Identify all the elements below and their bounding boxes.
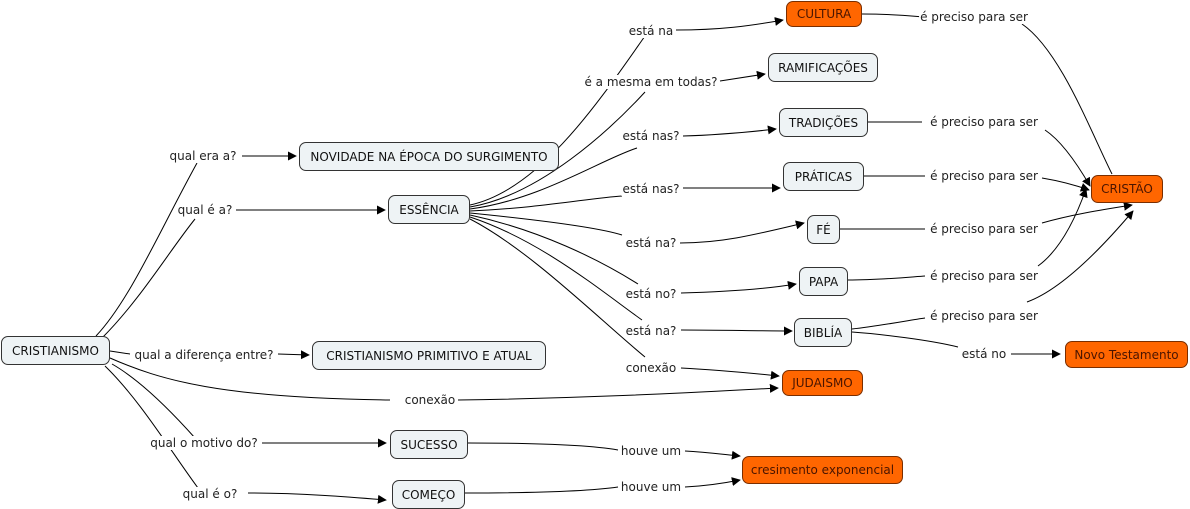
node-praticas[interactable]: PRÁTICAS [783, 162, 864, 191]
line-essencia-tradicoes [469, 147, 638, 210]
link-conexao-essencia: conexão [624, 361, 678, 375]
node-cristianismo[interactable]: CRISTIANISMO [1, 336, 110, 365]
link-qual-era-a: qual era a? [168, 149, 238, 163]
node-sucesso[interactable]: SUCESSO [390, 430, 468, 459]
arrow-preciso-cristao-6 [1026, 210, 1134, 303]
arrow-primitivo [277, 350, 310, 360]
node-novidade[interactable]: NOVIDADE NA ÉPOCA DO SURGIMENTO [299, 142, 559, 171]
arrow-crescimento-1 [684, 450, 741, 460]
arrow-fe [679, 220, 805, 244]
link-esta-no-nt: está no [960, 347, 1008, 361]
node-biblia[interactable]: BIBLÍA [794, 318, 852, 347]
line-essencia-papa [469, 214, 639, 285]
line-biblia-preciso [851, 317, 926, 330]
line-essencia-praticas [469, 195, 623, 212]
arrow-preciso-cristao-5 [1037, 188, 1088, 267]
line-cristianismo-conexao [109, 357, 391, 401]
link-mesma-em-todas: é a mesma em todas? [583, 75, 719, 89]
arrow-papa [680, 280, 797, 294]
line-comeco-houve [464, 486, 619, 494]
node-cultura[interactable]: CULTURA [786, 1, 862, 27]
link-qual-e-a: qual é a? [176, 203, 234, 217]
node-comeco[interactable]: COMEÇO [392, 480, 465, 509]
arrow-ramificacoes [719, 70, 766, 82]
node-ramificacoes[interactable]: RAMIFICAÇÕES [768, 53, 878, 82]
arrow-preciso-cristao-3 [1041, 177, 1090, 192]
link-preciso-papa: é preciso para ser [929, 269, 1039, 283]
arrow-judaismo-essencia [680, 367, 780, 380]
link-esta-na-fe: está na? [624, 236, 678, 250]
line-essencia-mesma [469, 91, 646, 208]
line-essencia-conexao [469, 218, 646, 358]
line-cristianismo-motivo [111, 363, 196, 439]
link-esta-no-papa: está no? [624, 287, 678, 301]
link-preciso-fe: é preciso para ser [929, 222, 1039, 236]
link-qual-a-diferenca: qual a diferença entre? [133, 348, 275, 362]
line-essencia-biblia [469, 216, 643, 321]
line-essencia-cultura [469, 35, 646, 206]
node-crescimento[interactable]: cresimento exponencial [742, 456, 903, 484]
line-cristianismo-qual-e-o [104, 365, 199, 489]
link-qual-e-o: qual é o? [181, 487, 239, 501]
node-cristao[interactable]: CRISTÃO [1091, 175, 1163, 203]
line-biblia-esta-no [851, 331, 959, 348]
arrow-judaismo-main [457, 383, 779, 401]
line-essencia-fe [469, 212, 623, 236]
link-esta-nas-praticas: está nas? [621, 182, 681, 196]
link-esta-nas-tradicoes: está nas? [621, 129, 681, 143]
link-conexao-main: conexão [403, 393, 457, 407]
node-tradicoes[interactable]: TRADIÇÕES [779, 108, 868, 137]
arrow-biblia [680, 326, 793, 336]
link-preciso-cultura: é preciso para ser [919, 10, 1029, 24]
line-sucesso-houve [467, 442, 619, 451]
link-houve-um-1: houve um [619, 444, 683, 458]
node-primitivo-atual[interactable]: CRISTIANISMO PRIMITIVO E ATUAL [312, 341, 546, 370]
node-fe[interactable]: FÉ [807, 215, 840, 244]
link-houve-um-2: houve um [619, 480, 683, 494]
arrow-crescimento-2 [684, 477, 741, 488]
link-preciso-praticas: é preciso para ser [929, 169, 1039, 183]
line-cultura-preciso [861, 13, 926, 18]
node-judaismo[interactable]: JUDAISMO [782, 370, 863, 396]
arrow-preciso-cristao-4 [1041, 201, 1133, 224]
node-papa[interactable]: PAPA [799, 267, 848, 296]
link-preciso-tradicoes: é preciso para ser [929, 115, 1039, 129]
link-preciso-biblia: é preciso para ser [929, 309, 1039, 323]
link-esta-na-cultura: está na [627, 24, 675, 38]
arrow-cultura [675, 17, 784, 31]
link-qual-o-motivo: qual o motivo do? [149, 436, 259, 450]
line-cristianismo-qual-e-a [101, 218, 196, 339]
node-essencia[interactable]: ESSÊNCIA [388, 195, 470, 224]
line-cristianismo-qual-era [95, 162, 198, 337]
link-esta-na-biblia: está na? [624, 324, 678, 338]
line-cristianismo-diferenca [109, 350, 131, 355]
arrow-tradicoes [682, 125, 777, 137]
arrow-comeco [247, 492, 387, 504]
node-novo-testamento[interactable]: Novo Testamento [1065, 341, 1188, 368]
line-preciso-cristao-1 [1021, 23, 1113, 175]
line-papa-preciso [847, 275, 926, 281]
arrow-preciso-cristao-2 [1044, 129, 1091, 187]
